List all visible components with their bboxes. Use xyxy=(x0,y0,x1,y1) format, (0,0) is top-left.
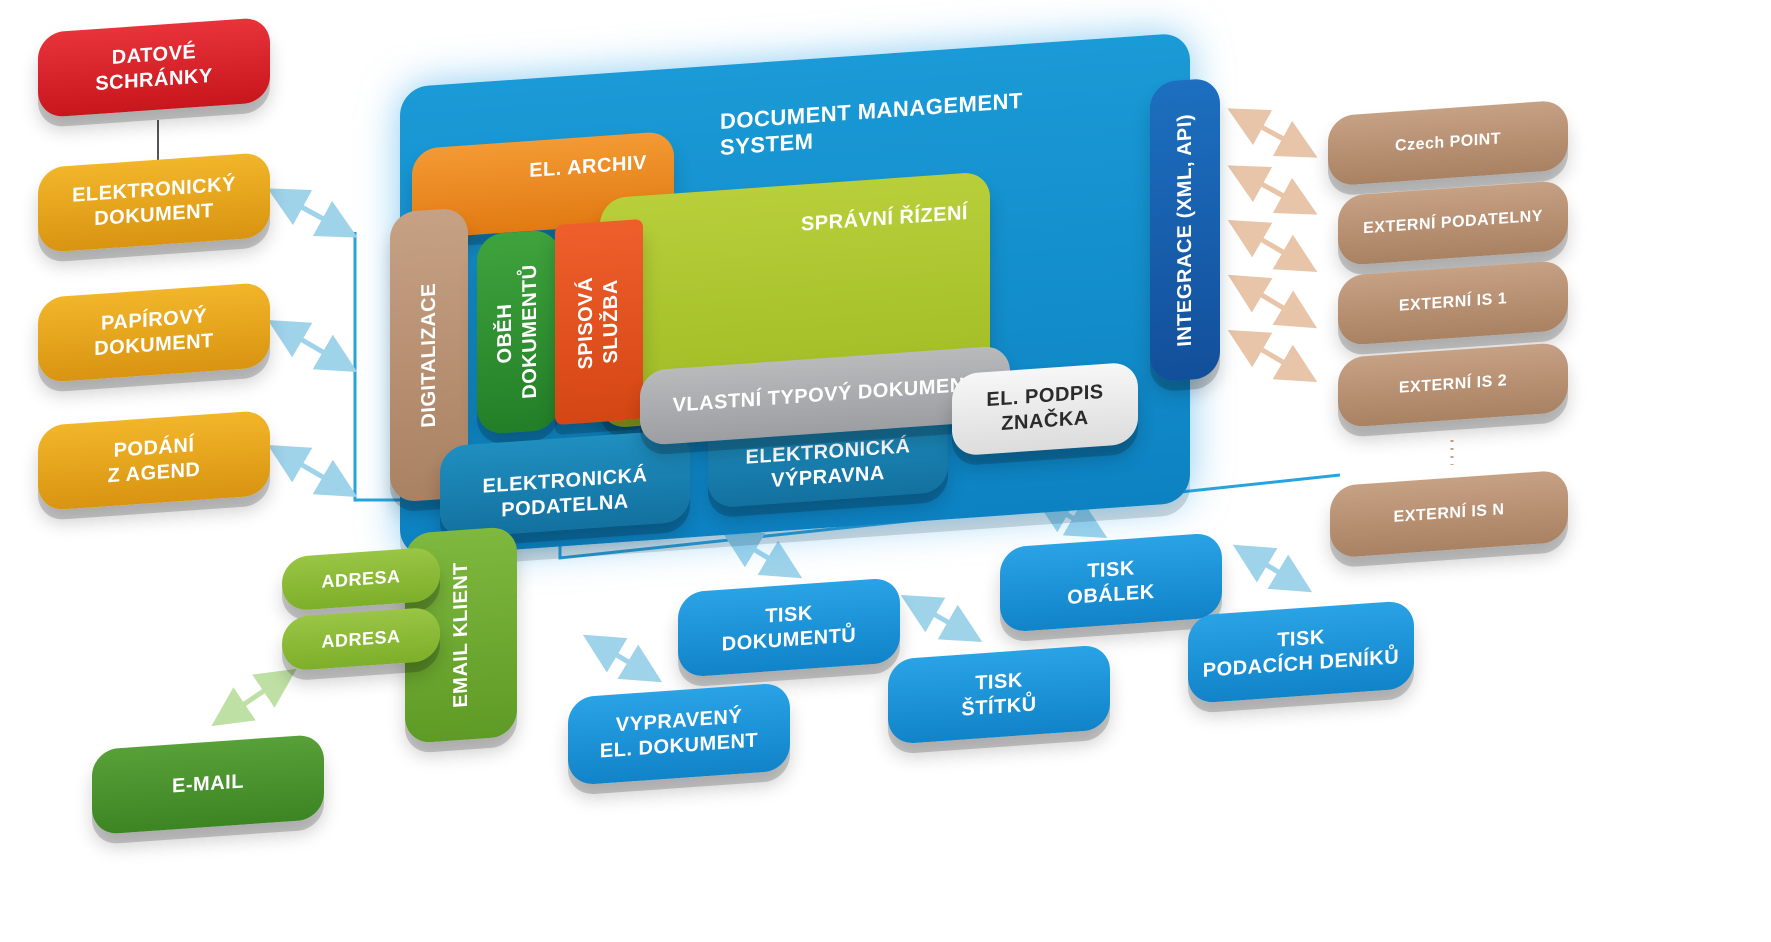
vypraveny-el-dokument-box: VYPRAVENÝ EL. DOKUMENT xyxy=(568,682,790,786)
adresa-1-label: ADRESA xyxy=(321,565,401,592)
tisk-dokumentu-label: TISK DOKUMENTŮ xyxy=(721,601,857,656)
elektronicka-vypravna-label: ELEKTRONICKÁ VÝPRAVNA xyxy=(745,435,911,492)
elektronicka-podatelna-label: ELEKTRONICKÁ PODATELNA xyxy=(482,464,648,522)
obeh-dokumentu-box: OBĚH DOKUMENTŮ xyxy=(477,229,559,435)
datove-schranky-box: DATOVÉ SCHRÁNKY xyxy=(38,16,270,119)
elektronicky-dokument-box: ELEKTRONICKÝ DOKUMENT xyxy=(38,151,270,254)
el-podpis-znacka-label: EL. PODPIS ZNAČKA xyxy=(986,380,1104,436)
podani-z-agend-label: PODÁNÍ Z AGEND xyxy=(107,433,201,487)
el-podpis-znacka-box: EL. PODPIS ZNAČKA xyxy=(952,361,1138,457)
external-system-label: EXTERNÍ PODATELNY xyxy=(1363,207,1543,238)
email-label: E-MAIL xyxy=(172,770,244,798)
external-system-label: Czech POINT xyxy=(1395,130,1501,155)
vlastni-typovy-dokument-label: VLASTNÍ TYPOVÝ DOKUMENT xyxy=(672,373,978,417)
spisova-sluzba-box: SPISOVÁ SLUŽBA xyxy=(555,218,643,426)
elektronicka-podatelna-box: ELEKTRONICKÁ PODATELNA xyxy=(440,429,690,539)
tisk-stitku-box: TISK ŠTÍTKŮ xyxy=(888,644,1110,745)
integrace-label: INTEGRACE (XML, API) xyxy=(1173,112,1196,348)
papirovy-dokument-box: PAPÍROVÝ DOKUMENT xyxy=(38,281,270,384)
spisova-sluzba-label: SPISOVÁ SLUŽBA xyxy=(575,275,622,370)
external-system-label: EXTERNÍ IS 1 xyxy=(1398,290,1508,315)
datove-schranky-label: DATOVÉ SCHRÁNKY xyxy=(95,40,213,95)
email-box: E-MAIL xyxy=(92,733,324,836)
elektronicky-dokument-label: ELEKTRONICKÝ DOKUMENT xyxy=(72,172,236,230)
adresa-2-label: ADRESA xyxy=(321,625,401,652)
tisk-podacich-deniku-label: TISK PODACÍCH DENÍKŮ xyxy=(1202,626,1400,682)
spravni-rizeni-label: SPRÁVNÍ ŘÍZENÍ xyxy=(800,201,968,236)
tisk-dokumentu-box: TISK DOKUMENTŮ xyxy=(678,577,900,678)
tisk-obalek-box: TISK OBÁLEK xyxy=(1000,532,1222,633)
email-klient-label: EMAIL KLIENT xyxy=(449,561,472,709)
integrace-box: INTEGRACE (XML, API) xyxy=(1150,77,1220,383)
tisk-obalek-label: TISK OBÁLEK xyxy=(1067,556,1155,609)
adresa-2-box: ADRESA xyxy=(282,606,440,672)
podani-z-agend-box: PODÁNÍ Z AGEND xyxy=(38,409,270,512)
adresa-1-box: ADRESA xyxy=(282,546,440,612)
vypraveny-el-dokument-label: VYPRAVENÝ EL. DOKUMENT xyxy=(599,705,759,763)
external-system-label: EXTERNÍ IS 2 xyxy=(1398,372,1508,397)
tisk-podacich-deniku-box: TISK PODACÍCH DENÍKŮ xyxy=(1188,600,1414,704)
papirovy-dokument-label: PAPÍROVÝ DOKUMENT xyxy=(94,304,214,360)
tisk-stitku-label: TISK ŠTÍTKŮ xyxy=(961,668,1037,721)
obeh-dokumentu-label: OBĚH DOKUMENTŮ xyxy=(494,263,541,400)
digitalizace-label: DIGITALIZACE xyxy=(417,282,440,429)
external-system-label: EXTERNÍ IS N xyxy=(1393,501,1505,526)
el-archiv-label: EL. ARCHIV xyxy=(529,151,647,182)
